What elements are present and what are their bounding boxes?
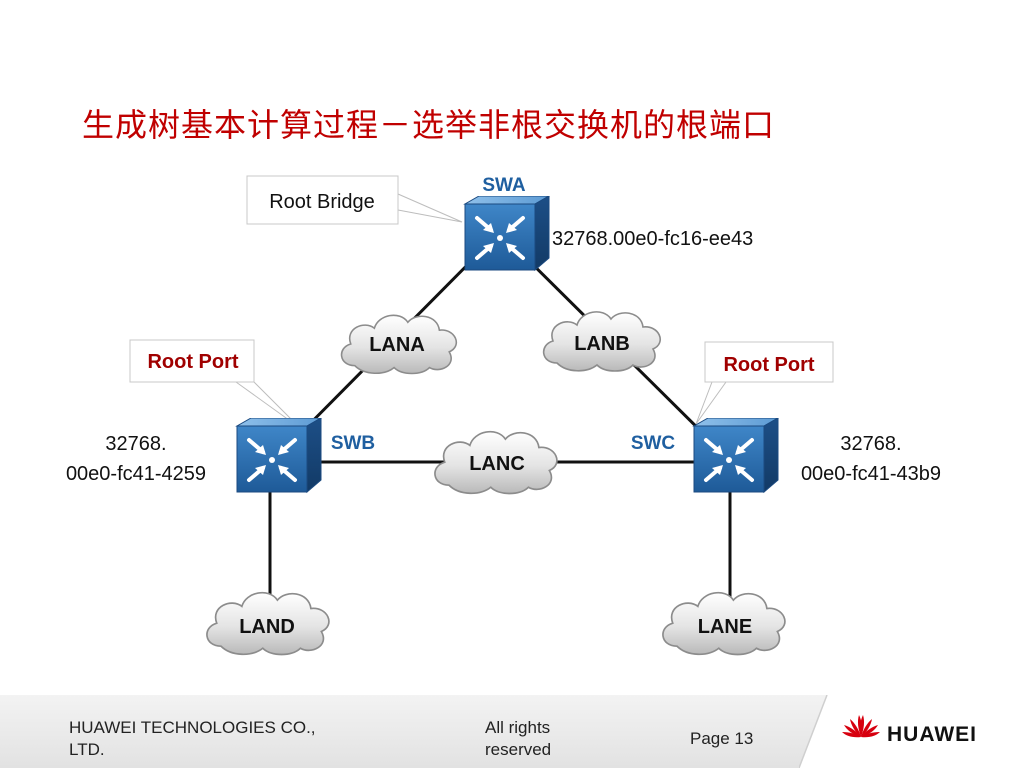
lanb-label: LANB — [574, 333, 630, 355]
lane-label: LANE — [698, 616, 752, 638]
swb-name: SWB — [331, 433, 375, 454]
lana-label: LANA — [369, 334, 425, 356]
root-port-right-box — [704, 341, 834, 383]
footer-company-line1: HUAWEI TECHNOLOGIES CO., — [69, 718, 316, 737]
root-bridge-callout-box — [246, 175, 399, 225]
footer-rights: All rights reserved — [485, 717, 551, 761]
swa-name: SWA — [482, 175, 526, 196]
page-title: 生成树基本计算过程－选举非根交换机的根端口 — [82, 106, 776, 144]
root-port-left-box — [129, 339, 255, 383]
huawei-logo: HUAWEI — [799, 695, 1024, 768]
swc-bridge-id-line1: 32768. — [840, 433, 901, 455]
swc-name: SWC — [631, 433, 676, 454]
swb-bridge-id-line2: 00e0-fc41-4259 — [66, 463, 206, 485]
footer-company-line2: LTD. — [69, 740, 105, 759]
swa-bridge-id: 32768.00e0-fc16-ee43 — [552, 228, 753, 250]
switch-icon — [692, 418, 780, 494]
logo-text: HUAWEI — [887, 723, 977, 746]
swc-bridge-id-line2: 00e0-fc41-43b9 — [801, 463, 941, 485]
root-port-left-label: Root Port — [147, 351, 238, 373]
land-label: LAND — [239, 616, 295, 638]
switch-icon — [235, 418, 323, 494]
network-links — [268, 230, 734, 600]
footer-rights-line1: All rights — [485, 718, 551, 737]
logo-background — [799, 695, 1024, 768]
footer-company: HUAWEI TECHNOLOGIES CO., LTD. — [69, 717, 316, 761]
page-number: Page 13 — [690, 729, 754, 748]
footer-rights-line2: reserved — [485, 740, 552, 759]
switch-icon — [463, 196, 551, 272]
swb-bridge-id-line1: 32768. — [105, 433, 166, 455]
root-bridge-label: Root Bridge — [269, 191, 375, 213]
root-port-right-label: Root Port — [723, 354, 814, 376]
huawei-logo-icon — [842, 715, 880, 738]
lanc-label: LANC — [469, 453, 525, 475]
